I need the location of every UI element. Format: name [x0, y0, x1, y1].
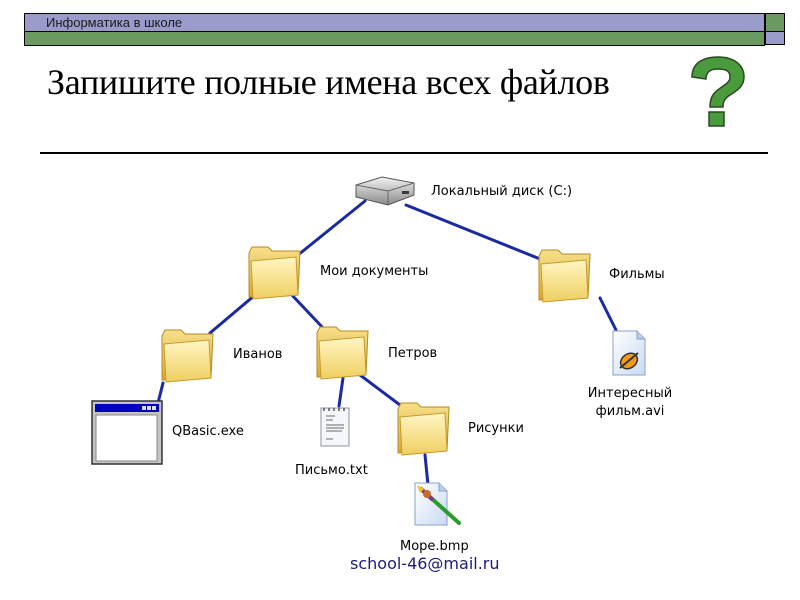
header-accent-bar	[24, 32, 765, 46]
node-label-pictures: Рисунки	[468, 421, 524, 436]
node-label-letter: Письмо.txt	[295, 463, 368, 478]
folder-icon[interactable]	[538, 249, 591, 303]
folder-icon[interactable]	[316, 326, 369, 380]
edge-drive-films	[404, 203, 542, 261]
edge-films-movie	[598, 296, 618, 332]
edge-drive-mydocs	[296, 199, 367, 257]
node-label-films: Фильмы	[609, 267, 665, 282]
folder-icon[interactable]	[397, 402, 450, 456]
node-label-ivanov: Иванов	[233, 347, 283, 362]
header-bar: Информатика в школе	[24, 13, 765, 32]
node-label-movie-line2: фильм.avi	[595, 404, 665, 419]
node-label-movie-line1: Интересный	[587, 386, 673, 401]
edge-petrov-letter	[337, 376, 345, 408]
folder-icon[interactable]	[248, 246, 301, 300]
tree-connectors	[156, 199, 618, 487]
header-corner-square-green	[765, 13, 785, 32]
node-label-drive: Локальный диск (C:)	[431, 184, 573, 199]
title-underline	[40, 152, 768, 154]
node-label-sea: Море.bmp	[400, 539, 469, 554]
header-corner-square-purple	[765, 32, 785, 45]
edge-mydocs-petrov	[288, 291, 327, 332]
video-file-icon[interactable]	[612, 330, 646, 376]
question-mark-icon	[691, 56, 745, 127]
folder-icon[interactable]	[161, 329, 214, 383]
node-label-qbasic: QBasic.exe	[172, 424, 244, 439]
node-label-my-documents: Мои документы	[320, 264, 429, 279]
hard-drive-icon[interactable]	[355, 176, 415, 206]
application-window-icon[interactable]	[91, 400, 163, 465]
footer-email: school-46@mail.ru	[350, 554, 500, 573]
edge-mydocs-ivanov	[208, 293, 257, 335]
course-title: Информатика в школе	[46, 15, 183, 30]
slide-title: Запишите полные имена всех файлов	[47, 62, 610, 102]
node-label-petrov: Петров	[388, 346, 438, 361]
bitmap-image-icon[interactable]	[414, 482, 461, 526]
edge-petrov-pictures	[358, 373, 402, 407]
edge-pictures-sea	[423, 453, 430, 487]
text-document-icon[interactable]	[320, 407, 350, 447]
edge-ivanov-qbasic	[156, 381, 165, 405]
